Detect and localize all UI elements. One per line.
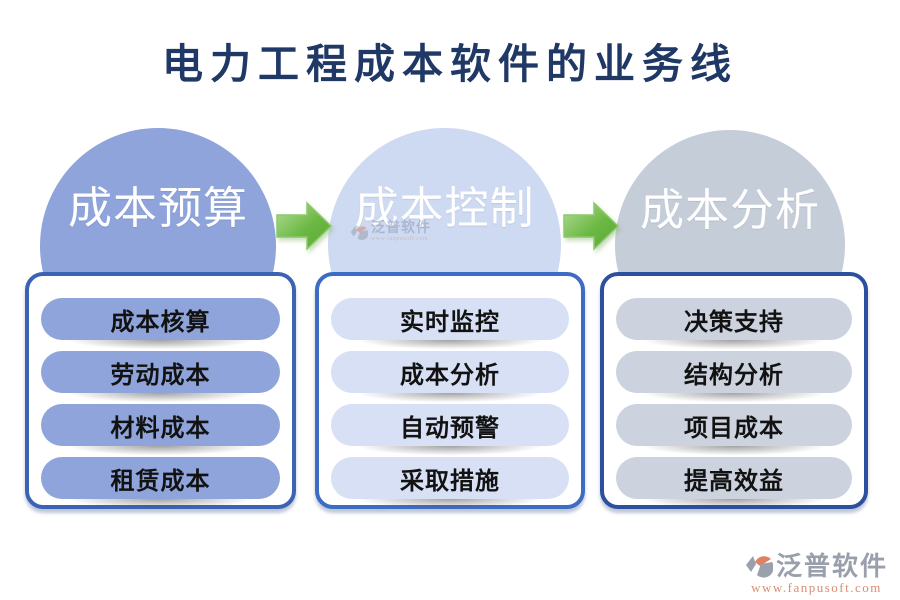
circle-label: 成本分析: [640, 186, 820, 235]
list-item: 材料成本: [41, 404, 280, 459]
list-item: 采取措施: [331, 457, 569, 512]
fanpu-logo-icon: [350, 226, 368, 241]
column-cost-control: 成本控制 实时监控 成本分析 自动预警 采取措施: [315, 128, 585, 512]
watermark-url: www.fanpusoft.com: [371, 236, 429, 242]
list-item: 实时监控: [331, 298, 569, 353]
list-item: 租赁成本: [41, 457, 280, 512]
logo-url: www.fanpusoft.com: [751, 580, 882, 595]
list-item: 结构分析: [616, 351, 852, 406]
list-item: 项目成本: [616, 404, 852, 459]
fanpu-logo-icon: [745, 555, 773, 578]
list-item: 劳动成本: [41, 351, 280, 406]
column-cost-budget: 成本预算 成本核算 劳动成本 材料成本 租赁成本: [25, 128, 296, 512]
list-item: 成本核算: [41, 298, 280, 353]
watermark-name: 泛普软件: [371, 221, 431, 236]
items-panel-cost-budget: 成本核算 劳动成本 材料成本 租赁成本: [25, 272, 296, 512]
list-item: 自动预警: [331, 404, 569, 459]
fanpu-logo: 泛普软件 www.fanpusoft.com: [745, 546, 888, 596]
list-item: 提高效益: [616, 457, 852, 512]
logo-name: 泛普软件: [775, 552, 888, 581]
right-arrow-icon: [276, 201, 333, 251]
page-title: 电力工程成本软件的业务线: [162, 41, 738, 87]
items-panel-cost-control: 实时监控 成本分析 自动预警 采取措施: [315, 272, 585, 512]
circle-label: 成本预算: [68, 184, 248, 233]
items-panel-cost-analysis: 决策支持 结构分析 项目成本 提高效益: [600, 272, 868, 512]
list-item: 决策支持: [616, 298, 852, 353]
column-cost-analysis: 成本分析 决策支持 结构分析 项目成本 提高效益: [600, 128, 868, 512]
list-item: 成本分析: [331, 351, 569, 406]
right-arrow-icon: [563, 201, 620, 251]
circle-label: 成本控制: [354, 184, 535, 233]
watermark: 泛普软件 www.fanpusoft.com: [350, 222, 431, 242]
